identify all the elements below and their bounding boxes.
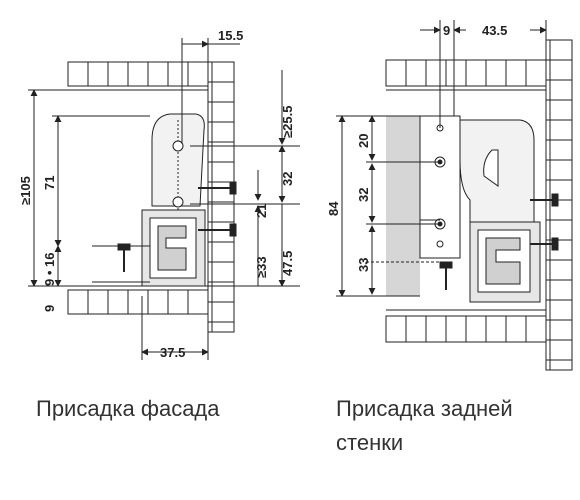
dim-33: ≥33 [254, 256, 269, 278]
back-dimension-labels: 9 43.5 84 20 32 33 [326, 23, 507, 272]
back-screw-side [530, 193, 559, 207]
dim-32: 32 [280, 172, 295, 186]
back-screw-bottom [439, 261, 453, 290]
front-screw-lower [198, 223, 237, 237]
back-top-board [385, 59, 547, 91]
dim-back-32: 32 [356, 188, 371, 202]
back-bottom-board [385, 309, 547, 343]
dim-back-43-5: 43.5 [482, 23, 507, 38]
dim-back-20: 20 [356, 134, 371, 148]
front-screw-upper [198, 181, 237, 195]
dim-back-9: 9 [443, 23, 450, 38]
dim-back-84: 84 [326, 201, 341, 216]
dim-47-5: 47.5 [280, 251, 295, 276]
dim-back-33: 33 [356, 258, 371, 272]
back-side-wall [545, 39, 573, 371]
front-dimension-lines [28, 38, 300, 360]
back-caption-line2: стенки [336, 430, 404, 455]
front-screw-bottom [117, 243, 131, 272]
back-runner [469, 221, 541, 303]
dim-9-16: 9 • 16 [42, 253, 57, 286]
back-dimension-lines [336, 20, 547, 297]
dim-15-5: 15.5 [218, 28, 243, 43]
front-bottom-board [67, 285, 209, 315]
dim-71: 71 [42, 176, 57, 190]
dim-25-5: ≥25.5 [280, 106, 295, 138]
back-panel-shade [386, 116, 420, 296]
front-drawing [28, 38, 300, 360]
front-dimension-labels: 15.5 ≥105 71 9 • 16 9 ≥25.5 32 21 ≥33 47… [18, 28, 295, 360]
dim-105: ≥105 [18, 176, 33, 205]
back-bracket [419, 115, 535, 259]
dim-9: 9 [42, 305, 57, 312]
front-runner [92, 209, 206, 287]
front-bracket [151, 113, 205, 210]
dim-21: 21 [254, 204, 269, 218]
back-screw-side-lower [530, 237, 559, 251]
front-panel-board [207, 61, 235, 333]
front-top-board [67, 61, 209, 91]
back-drawing [336, 20, 573, 371]
front-caption: Присадка фасада [36, 396, 220, 421]
dim-37-5: 37.5 [160, 345, 185, 360]
back-caption-line1: Присадка задней [336, 396, 513, 421]
